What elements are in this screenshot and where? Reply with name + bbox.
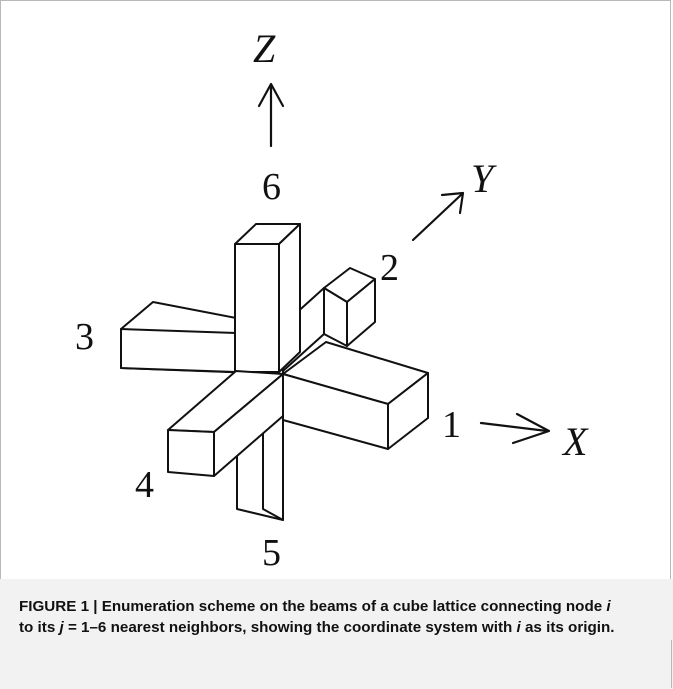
axis-label-z: Z	[253, 26, 276, 71]
y-axis-arrow	[411, 191, 465, 242]
caption-figure-label: FIGURE 1 |	[19, 598, 102, 615]
caption-var-i-2: i	[516, 619, 521, 636]
axis-label-x: X	[561, 419, 589, 464]
beam-1	[282, 341, 429, 450]
caption-var-j: j	[59, 619, 64, 636]
caption-panel	[0, 579, 673, 689]
caption-text-4: as its origin.	[520, 619, 615, 636]
beam-label-2: 2	[380, 247, 399, 289]
z-axis-arrow	[257, 82, 285, 148]
figure-caption: FIGURE 1 | Enumeration scheme on the bea…	[19, 596, 619, 638]
caption-var-i: i	[606, 598, 611, 615]
beam-4	[167, 370, 284, 477]
caption-text-1: Enumeration scheme on the beams of a cub…	[101, 598, 607, 615]
cube-lattice-diagram: Z Y X 1 2 3 4 5 6	[75, 26, 589, 574]
caption-text-2: to its	[19, 619, 60, 636]
beam-label-5: 5	[262, 532, 281, 574]
beam-label-1: 1	[442, 404, 461, 446]
axis-label-y: Y	[471, 156, 497, 201]
beam-label-6: 6	[262, 166, 281, 208]
beam-label-4: 4	[135, 464, 154, 506]
x-axis-arrow	[479, 412, 551, 445]
beam-6	[234, 223, 301, 373]
caption-text-3: = 1–6 nearest neighbors, showing the coo…	[63, 619, 517, 636]
beam-label-3: 3	[75, 316, 94, 358]
frame-edge	[671, 640, 672, 688]
